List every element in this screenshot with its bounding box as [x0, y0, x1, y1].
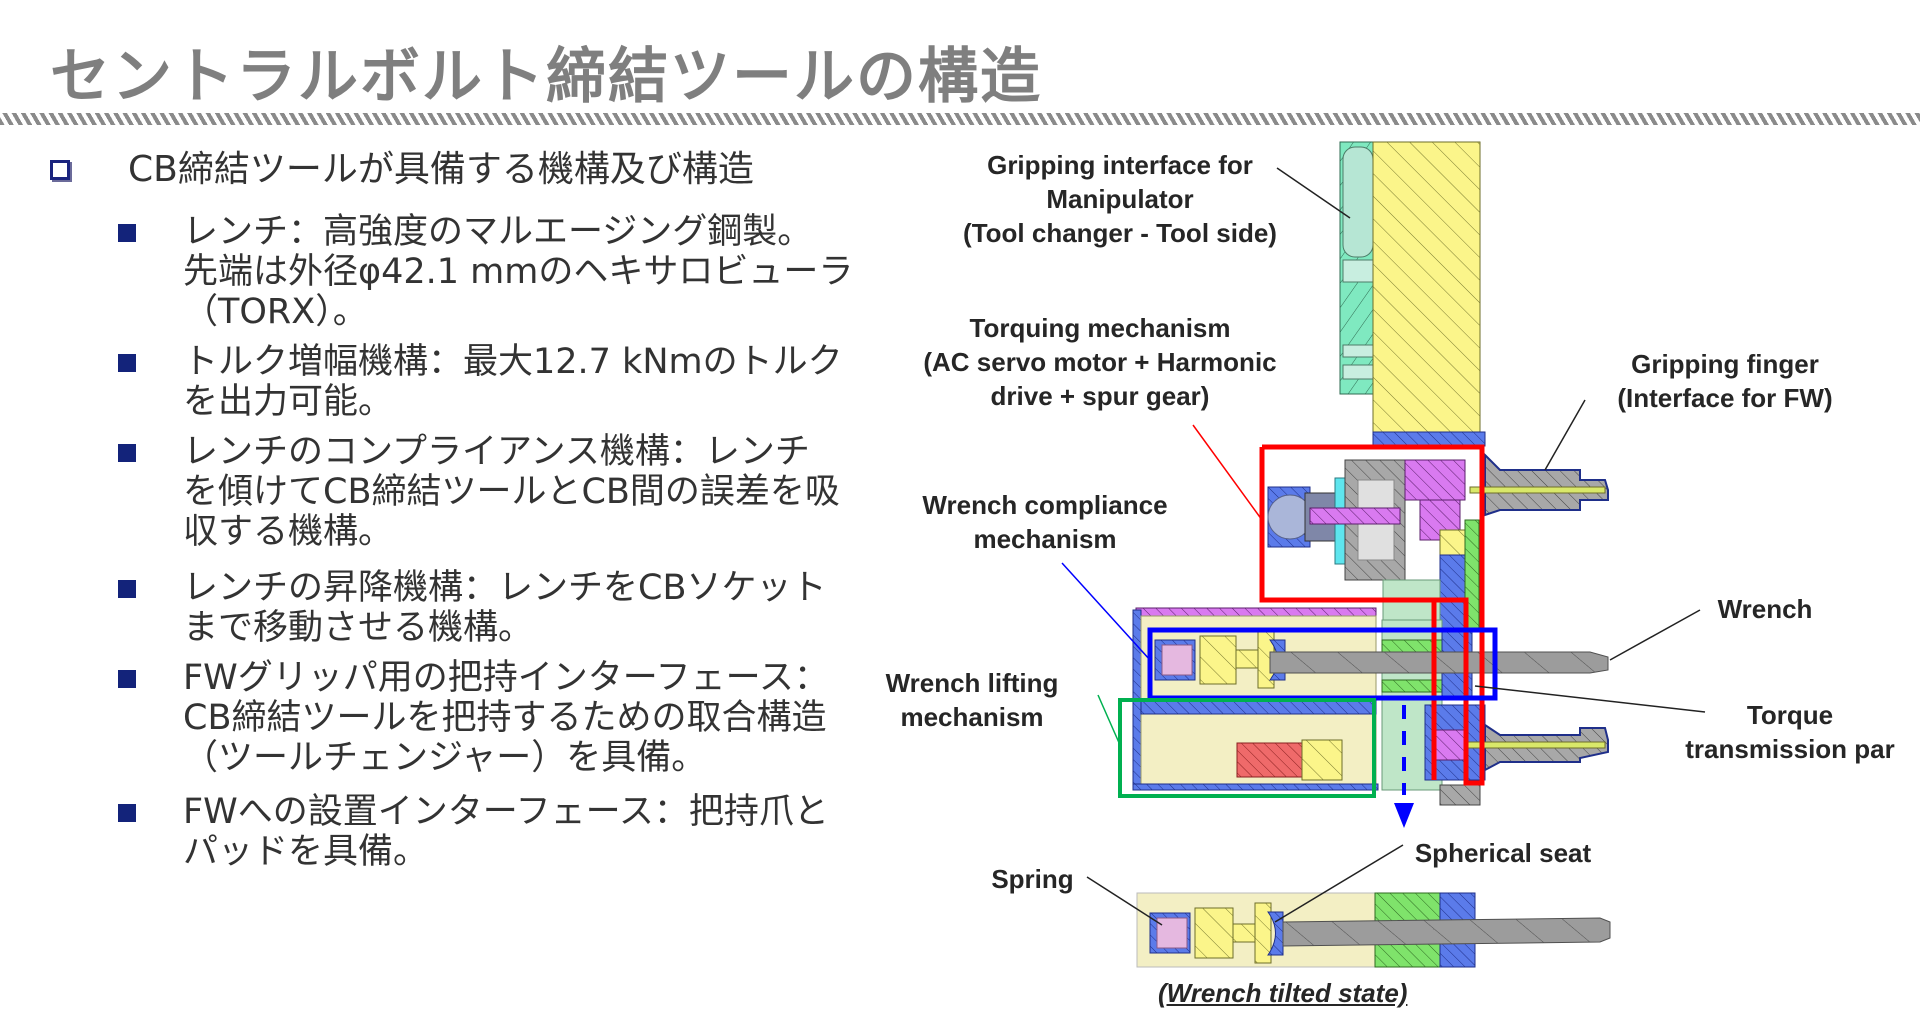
- leader-spherical-seat: [1274, 844, 1404, 923]
- list-item-line: 先端は外径φ42.1 mmのヘキサロビューラ: [183, 252, 854, 292]
- list-item-line: FWグリッパ用の把持インターフェース：: [183, 658, 829, 698]
- filled-square-bullet-icon: [118, 444, 136, 462]
- label-torque-transmission: Torque transmission par: [1665, 698, 1915, 766]
- list-item-line: レンチの昇降機構：レンチをCBソケット: [183, 568, 827, 608]
- label-line: (AC servo motor + Harmonic: [923, 347, 1277, 377]
- torquing-mechanism-drawing: [1267, 459, 1480, 641]
- upper-gripping-finger-drawing: [1469, 452, 1609, 517]
- label-torquing-mechanism: Torquing mechanism (AC servo motor + Har…: [905, 311, 1295, 413]
- filled-square-bullet-icon: [118, 804, 136, 822]
- list-item-line: を傾けてCB締結ツールとCB間の誤差を吸: [183, 472, 840, 512]
- label-spherical-seat: Spherical seat: [1398, 836, 1608, 870]
- label-gripping-finger: Gripping finger (Interface for FW): [1595, 347, 1855, 415]
- label-line: mechanism: [900, 702, 1044, 732]
- list-item-line: トルク増幅機構：最大12.7 kNmのトルク: [183, 342, 843, 382]
- main-body-column: [1372, 141, 1481, 443]
- label-line: Gripping interface for: [987, 150, 1253, 180]
- slide-title: セントラルボルト締結ツールの構造: [50, 42, 1042, 112]
- label-line: Spring: [991, 864, 1074, 894]
- list-item-line: CB締結ツールを把持するための取合構造: [183, 698, 827, 738]
- tilted-state-caption: (Wrench tilted state): [1158, 978, 1408, 1008]
- list-item-line: レンチのコンプライアンス機構：レンチ: [183, 432, 810, 472]
- label-line: mechanism: [973, 524, 1117, 554]
- label-line: Wrench compliance: [922, 490, 1168, 520]
- label-line: Wrench lifting: [885, 668, 1059, 698]
- list-item-line: を出力可能。: [183, 382, 394, 422]
- lower-gripping-finger-drawing: [1424, 704, 1609, 806]
- label-line: Wrench: [1717, 594, 1813, 624]
- label-gripping-interface: Gripping interface for Manipulator (Tool…: [940, 148, 1300, 250]
- hollow-square-bullet-icon: [50, 160, 70, 180]
- tool-changer-plate: [1339, 141, 1374, 395]
- title-divider-stripe: [0, 113, 1920, 125]
- torquing-highlight-box-left: [1259, 447, 1434, 603]
- filled-square-bullet-icon: [118, 670, 136, 688]
- filled-square-bullet-icon: [118, 580, 136, 598]
- list-item-line: パッドを具備。: [183, 832, 429, 872]
- label-line: Torquing mechanism: [969, 313, 1231, 343]
- leader-gripping-finger: [1544, 399, 1586, 471]
- label-line: Torque: [1746, 700, 1834, 730]
- leader-gripping-interface: [1276, 167, 1351, 219]
- compliance-mechanism-drawing: [1154, 631, 1286, 689]
- label-spring: Spring: [980, 862, 1085, 896]
- label-line: Gripping finger: [1631, 349, 1819, 379]
- leader-spring: [1086, 876, 1163, 926]
- filled-square-bullet-icon: [118, 224, 136, 242]
- label-line: Spherical seat: [1414, 838, 1592, 868]
- list-item-line: まで移動させる機構。: [183, 608, 534, 648]
- leader-lifting: [1097, 694, 1121, 746]
- leader-torquing: [1192, 424, 1263, 521]
- leader-wrench: [1609, 609, 1701, 661]
- list-item-line: レンチ：高強度のマルエージング鋼製。: [183, 212, 813, 252]
- label-wrench-lifting: Wrench lifting mechanism: [872, 666, 1072, 734]
- filled-square-bullet-icon: [118, 354, 136, 372]
- list-item-line: 収する機構。: [183, 512, 394, 552]
- leader-compliance: [1061, 562, 1151, 661]
- list-heading-text: CB締結ツールが具備する機構及び構造: [128, 149, 754, 190]
- label-wrench-compliance: Wrench compliance mechanism: [905, 488, 1185, 556]
- leader-torque-transmission: [1474, 685, 1706, 713]
- list-item-line: （ツールチェンジャー）を具備。: [183, 738, 707, 778]
- label-line: Manipulator: [1046, 184, 1194, 214]
- wrench-shaft: [1269, 651, 1609, 674]
- lifting-highlight-box: [1118, 698, 1376, 798]
- label-line: drive + spur gear): [990, 381, 1210, 411]
- label-line: (Interface for FW): [1617, 383, 1833, 413]
- list-item-line: FWへの設置インターフェース：把持爪と: [183, 792, 829, 832]
- label-wrench: Wrench: [1700, 592, 1830, 626]
- label-line: transmission par: [1685, 734, 1895, 764]
- label-line: (Tool changer - Tool side): [963, 218, 1277, 248]
- tilted-state-inset: [1136, 892, 1611, 968]
- list-item-line: （TORX）。: [183, 292, 368, 332]
- upper-flange: [1372, 431, 1486, 447]
- down-arrow-icon: [1394, 803, 1414, 828]
